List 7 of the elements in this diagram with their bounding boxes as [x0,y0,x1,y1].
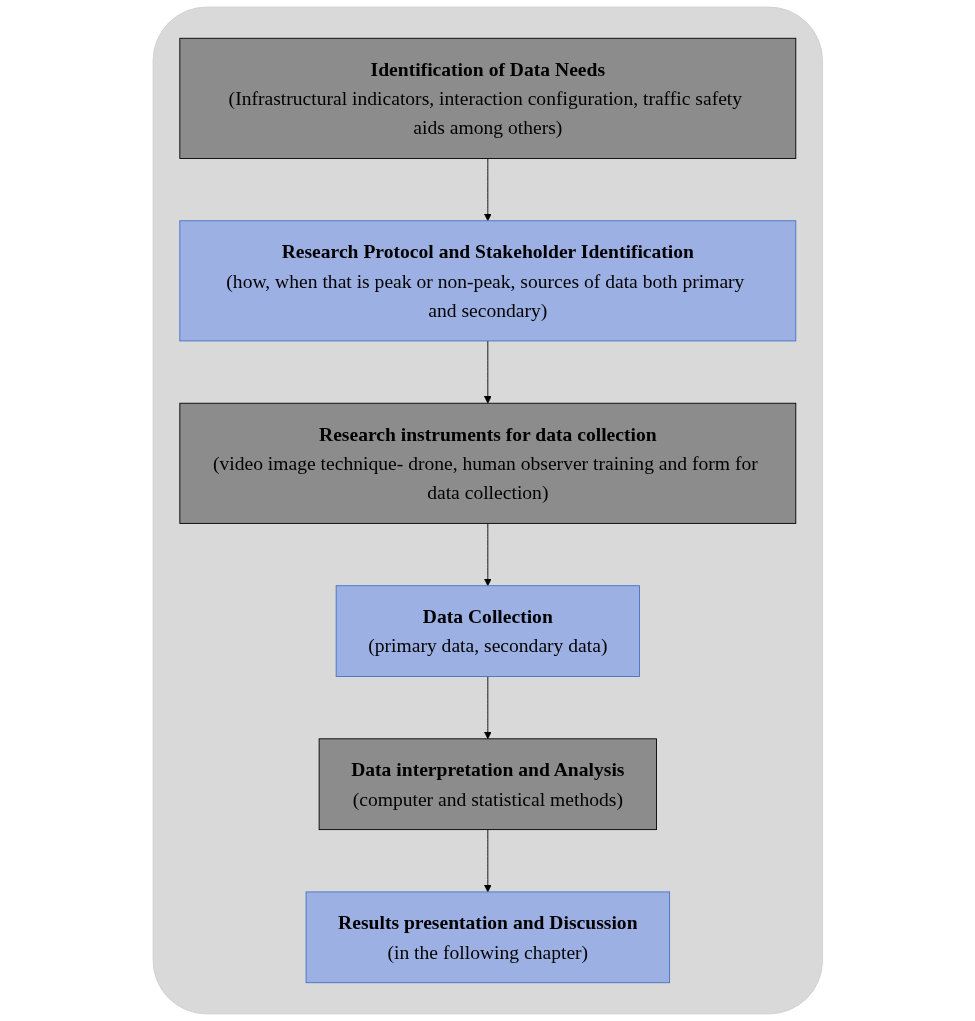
node-box: Data interpretation and Analysis (computer and statistical methods) [318,738,657,831]
node-box: Identification of Data Needs (Infrastructural indicators, interaction configuration, traffic safety aids among others) [179,37,796,159]
node-box: Data Collection (primary data, secondary data) [335,585,640,677]
node-box: Results presentation and Discussion (in the following chapter) [305,891,670,984]
node-box: Research Protocol and Stakeholder Identification (how, when that is peak or non-peak, sources of data both primary and secondary) [179,220,796,342]
cluster [152,6,823,1015]
node-box: Research instruments for data collection (video image technique- drone, human observer training and form for data collection) [179,402,796,524]
